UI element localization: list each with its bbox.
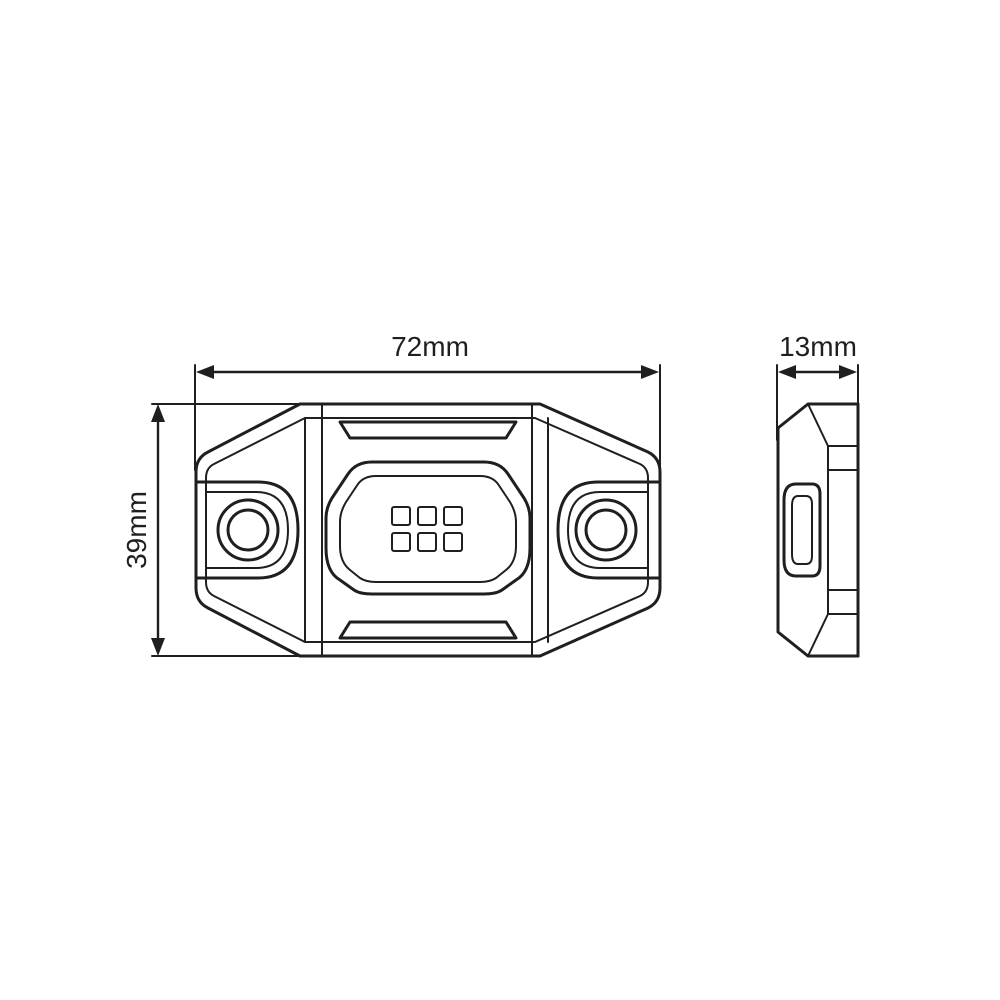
depth-label: 13mm: [779, 331, 857, 362]
led-grid-icon: [391, 506, 463, 552]
top-rib: [338, 420, 518, 440]
arrow-left-icon: [778, 365, 796, 379]
arrow-right-icon: [839, 365, 857, 379]
width-dimension: 72mm: [196, 331, 659, 379]
left-tab-inner: [205, 491, 289, 569]
led-chip-icon: [417, 506, 437, 526]
arrow-left-icon: [196, 365, 214, 379]
led-chip-icon: [417, 532, 437, 552]
led-chip-icon: [391, 532, 411, 552]
width-label: 72mm: [391, 331, 469, 362]
arrow-down-icon: [151, 638, 165, 656]
left-mounting-tab: [194, 480, 300, 580]
mounting-hole-icon: [216, 498, 280, 562]
side-mounting-boss: [782, 482, 822, 578]
depth-dimension: 13mm: [778, 331, 857, 379]
arrow-up-icon: [151, 404, 165, 422]
right-tab-outline: [556, 480, 662, 580]
mounting-hole-inner-icon: [584, 508, 628, 552]
front-view: 72mm 39mm: [121, 331, 662, 658]
right-tab-inner: [567, 491, 649, 569]
right-mounting-tab: [556, 480, 662, 580]
side-facet-upper: [807, 403, 829, 657]
bottom-rib: [338, 620, 518, 640]
side-profile-outline: [776, 402, 860, 658]
arrow-right-icon: [641, 365, 659, 379]
led-chip-icon: [443, 532, 463, 552]
left-tab-outline: [194, 480, 300, 580]
housing-outline: [194, 402, 662, 658]
lens-inner: [339, 475, 517, 583]
center-lens: [324, 460, 532, 596]
mounting-hole-inner-icon: [226, 508, 270, 552]
housing-inner-contour: [205, 417, 649, 643]
led-chip-icon: [391, 506, 411, 526]
side-view: 13mm: [776, 331, 860, 658]
lens-outer: [324, 460, 532, 596]
side-mounting-boss-inner: [791, 495, 813, 565]
mounting-hole-icon: [574, 498, 638, 562]
height-dimension: 39mm: [121, 404, 165, 656]
height-label: 39mm: [121, 491, 152, 569]
led-chip-icon: [443, 506, 463, 526]
